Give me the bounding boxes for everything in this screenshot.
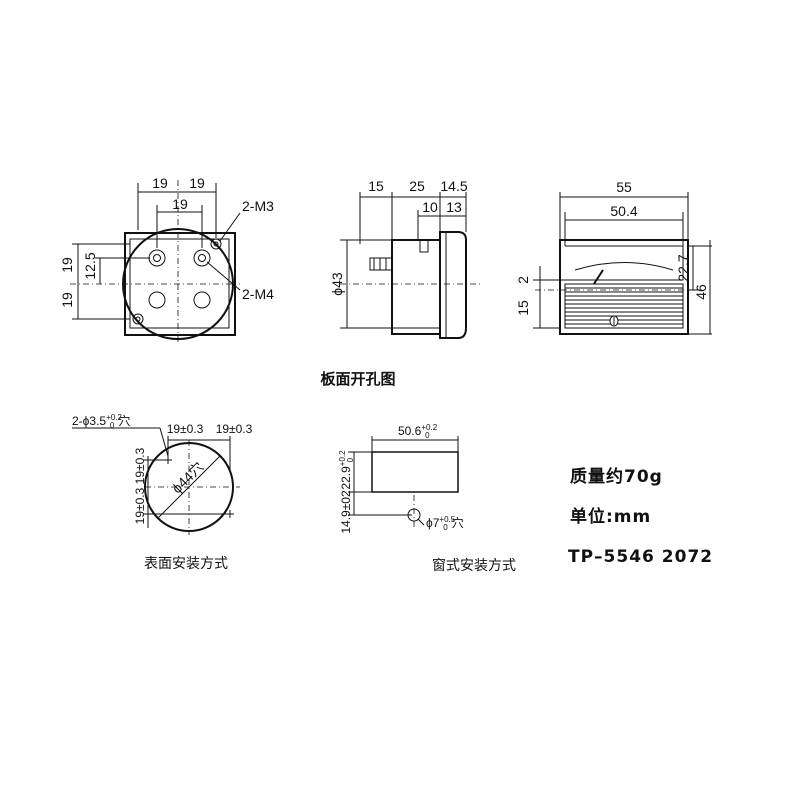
- face-view: 55 50.4 2 15 22.7 46: [515, 179, 712, 335]
- face-dim-15: 15: [515, 300, 531, 316]
- surface-dim-top-a: 19±0.3: [167, 422, 204, 436]
- front-view: 19 19 19 2-M3 2-M4 19 12.5 19: [59, 175, 274, 345]
- surface-dim-left-b: 19±0.3: [133, 487, 147, 524]
- side-dim-15: 15: [368, 178, 384, 194]
- window-offset-label: 14.9±02: [339, 490, 353, 534]
- front-dim-left-lower: 19: [59, 292, 75, 308]
- side-dim-diameter: ϕ43: [329, 272, 345, 296]
- face-dim-46: 46: [693, 284, 709, 300]
- caption-panel-cutout: 板面开孔图: [320, 370, 395, 388]
- caption-window-mount: 窗式安装方式: [432, 557, 516, 574]
- caption-surface-mount: 表面安装方式: [144, 556, 228, 572]
- front-dim-left-upper: 19: [59, 257, 75, 273]
- face-dim-22-7: 22.7: [675, 254, 691, 281]
- side-dim-14-5: 14.5: [440, 178, 467, 194]
- label-2-m4: 2-M4: [242, 286, 274, 302]
- side-dim-25: 25: [409, 178, 425, 194]
- side-dim-10: 10: [422, 199, 438, 215]
- front-dim-top-right: 19: [189, 175, 205, 191]
- surface-dim-left-a: 19±0.3: [133, 447, 147, 484]
- front-dim-top-left: 19: [152, 175, 168, 191]
- front-dim-inner: 19: [172, 196, 188, 212]
- face-dim-2: 2: [515, 276, 531, 284]
- side-view: 15 25 14.5 10 13 ϕ43: [329, 178, 480, 339]
- surface-dim-top-b: 19±0.3: [216, 422, 253, 436]
- front-dim-left-inner: 12.5: [82, 252, 98, 279]
- face-dim-55: 55: [616, 179, 632, 195]
- surface-circle-label: ϕ44穴: [169, 459, 207, 497]
- label-2-m3: 2-M3: [242, 198, 274, 214]
- spec-unit: 单位:mm: [570, 506, 651, 527]
- face-dim-50-4: 50.4: [610, 203, 637, 219]
- spec-model: TP–5546 2072: [568, 547, 713, 567]
- side-dim-13: 13: [446, 199, 462, 215]
- spec-weight: 质量约70g: [570, 466, 663, 487]
- window-height-label: 22.9+0.20: [338, 450, 355, 490]
- face-lower-panel: [564, 283, 684, 329]
